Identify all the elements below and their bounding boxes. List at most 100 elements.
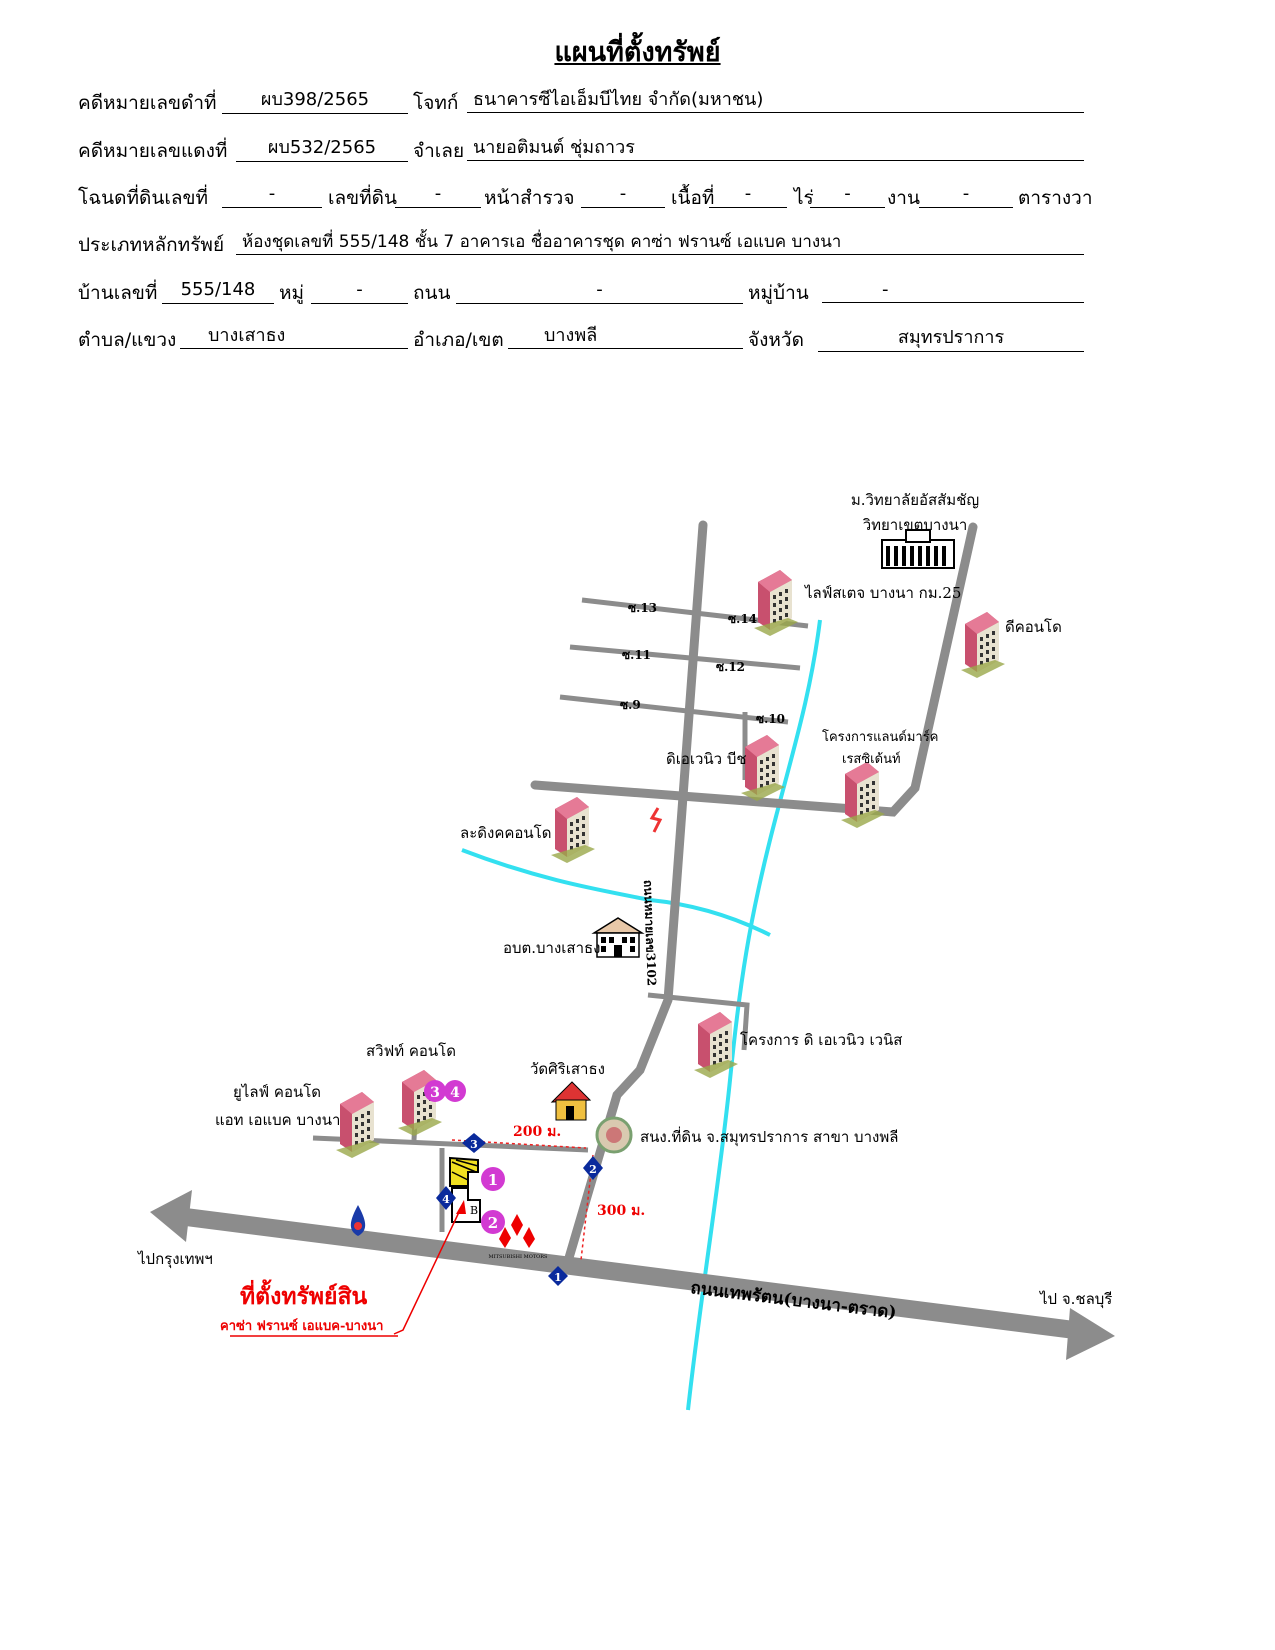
asset-type-field: ห้องชุดเลขที่ 555/148 ชั้น 7 อาคารเอ ชื่… <box>236 229 1084 255</box>
land-office-seal-icon <box>595 1116 633 1154</box>
mitsubishi-logo-icon: MITSUBISHI MOTORS <box>489 1214 548 1260</box>
roads <box>530 520 978 1273</box>
bubble-1: 1 <box>481 1167 505 1191</box>
province-label: จังหวัด <box>748 329 804 351</box>
d-condo-label: ดีคอนโด <box>1005 618 1062 636</box>
svg-text:4: 4 <box>442 1193 450 1206</box>
svg-text:B: B <box>470 1204 478 1217</box>
lading-building-icon <box>551 797 595 863</box>
village-field: - <box>822 277 1084 303</box>
landmark-building-icon <box>841 762 885 828</box>
red-case-label: คดีหมายเลขแดงที่ <box>78 140 228 162</box>
moo-label: หมู่ <box>279 282 305 304</box>
house-no-field: 555/148 <box>162 277 274 304</box>
obt-label: อบต.บางเสาธง <box>503 939 601 957</box>
deed-label: โฉนดที่ดินเลขที่ <box>78 187 208 209</box>
svg-text:2: 2 <box>488 1214 498 1232</box>
ulife-building-icon <box>336 1092 380 1158</box>
temple-icon <box>550 1081 592 1121</box>
soi-11-label: ซ.11 <box>622 648 651 662</box>
ulife-label-1: ยูไลฟ์ คอนโด <box>233 1083 321 1101</box>
soi-14-label: ซ.14 <box>728 612 757 626</box>
soi-10-label: ซ.10 <box>756 712 785 726</box>
house-no-label: บ้านเลขที่ <box>78 282 158 304</box>
obt-office-icon <box>591 917 645 958</box>
temple-label: วัดศิริเสาธง <box>530 1060 605 1078</box>
marker-2: 2 <box>583 1156 603 1180</box>
main-road <box>150 1190 1115 1360</box>
soi-13-label: ซ.13 <box>628 601 657 615</box>
area-field: - <box>709 181 787 208</box>
marker-1: 1 <box>548 1266 568 1286</box>
sqwa-label: ตารางวา <box>1018 187 1093 209</box>
bubble-4: 4 <box>444 1080 466 1102</box>
marker-4: 4 <box>436 1186 456 1210</box>
svg-text:1: 1 <box>554 1271 562 1284</box>
svg-text:1: 1 <box>488 1171 498 1189</box>
university-label-1: ม.วิทยาลัยอัสสัมชัญ <box>851 491 979 509</box>
avenue-venice-label: โครงการ ดิ เอเวนิว เวนิส <box>740 1031 902 1049</box>
svg-text:2: 2 <box>589 1163 597 1176</box>
road-field: - <box>456 277 743 304</box>
subdistrict-label: ตำบล/แขวง <box>78 329 177 351</box>
svg-text:3: 3 <box>470 1138 478 1151</box>
svg-text:4: 4 <box>450 1085 460 1101</box>
avenue-beach-label: ดิเอเวนิว บีช <box>666 750 747 768</box>
plaintiff-label: โจทก์ <box>413 92 459 114</box>
fuel-station-icon <box>350 1205 366 1236</box>
to-chonburi-label: ไป จ.ชลบุรี <box>1039 1290 1112 1309</box>
swift-label: สวิฟท์ คอนโด <box>366 1042 456 1060</box>
survey-label: หน้าสำรวจ <box>484 187 575 209</box>
asset-building-a <box>449 1156 479 1187</box>
to-bangkok-label: ไปกรุงเทพฯ <box>137 1250 213 1269</box>
asset-location-subtitle: คาซ่า ฟรานซ์ เอแบค-บางนา <box>220 1318 383 1334</box>
area-label: เนื้อที่ <box>671 187 715 209</box>
main-road-label: ถนนเทพรัตน(บางนา-ตราด) <box>689 1278 897 1323</box>
svg-text:3: 3 <box>430 1085 440 1101</box>
soi-9-label: ซ.9 <box>620 698 641 712</box>
university-label-2: วิทยาเขตบางนา <box>862 516 967 534</box>
defendant-label: จำเลย <box>413 140 465 162</box>
page-title: แผนที่ตั้งทรัพย์ <box>554 37 721 68</box>
avenue-beach-building-icon <box>741 735 785 801</box>
distance-200-label: 200 ม. <box>513 1124 561 1140</box>
asset-location-title: ที่ตั้งทรัพย์สิน <box>240 1279 368 1310</box>
district-label: อำเภอ/เขต <box>413 329 504 351</box>
traffic-light-icon <box>649 807 663 833</box>
defendant-field: นายอติมนต์ ชุ่มถาวร <box>467 135 1084 161</box>
black-case-label: คดีหมายเลขดำที่ <box>78 92 217 114</box>
d-condo-building-icon <box>961 612 1005 678</box>
bubble-2: 2 <box>481 1210 505 1234</box>
lifestage-label: ไลฟ์สเตจ บางนา กม.25 <box>804 584 961 602</box>
swift-building-icon <box>398 1070 442 1136</box>
side-roads <box>312 597 809 1232</box>
landmark-label-1: โครงการแลนด์มาร์ค <box>822 729 938 745</box>
marker-3: 3 <box>462 1133 486 1153</box>
subdistrict-field: บางเสาธง <box>180 323 408 349</box>
ngan-label: งาน <box>887 187 920 209</box>
village-label: หมู่บ้าน <box>748 282 809 304</box>
soi-12-label: ซ.12 <box>716 660 745 674</box>
deed-field: - <box>222 181 322 208</box>
moo-field: - <box>311 277 408 304</box>
ngan-field: - <box>919 181 1013 208</box>
rai-label: ไร่ <box>794 187 814 209</box>
plaintiff-field: ธนาคารซีไอเอ็มบีไทย จำกัด(มหาชน) <box>467 87 1084 113</box>
university-icon <box>881 529 955 569</box>
bubble-3: 3 <box>424 1080 446 1102</box>
lading-label: ละดิงคคอนโด <box>460 824 551 842</box>
land-office-label: สนง.ที่ดิน จ.สมุทรปราการ สาขา บางพลี <box>640 1126 898 1147</box>
asset-type-label: ประเภทหลักทรัพย์ <box>78 234 225 256</box>
distance-lines <box>451 1139 594 1261</box>
land-no-field: - <box>395 181 481 208</box>
ulife-label-2: แอท เอแบค บางนา <box>215 1111 340 1129</box>
asset-pointer-arrow <box>230 1200 466 1337</box>
red-case-field: ผบ532/2565 <box>236 135 408 162</box>
district-field: บางพลี <box>508 323 743 349</box>
road-3102-label: ถนนหมายเลข3102 <box>641 880 659 987</box>
canal <box>461 619 822 1411</box>
landmark-label-2: เรสซิเด้นท์ <box>842 751 901 767</box>
road-label: ถนน <box>413 282 451 304</box>
survey-field: - <box>581 181 665 208</box>
